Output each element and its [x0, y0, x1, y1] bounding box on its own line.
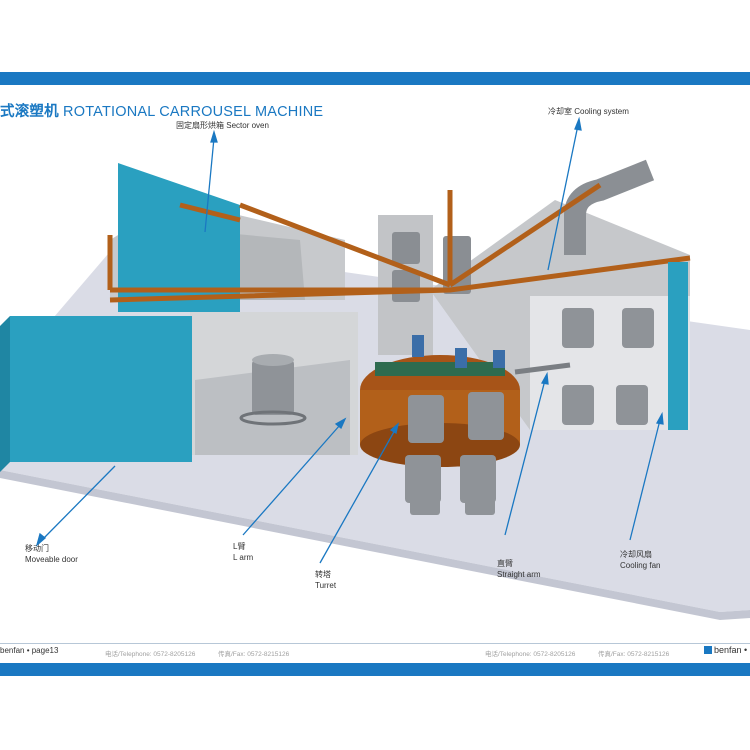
- cooling-room-interior: [530, 296, 690, 430]
- footer-tel-right: 电话/Telephone: 0572-8205126: [485, 648, 575, 658]
- label-sector-oven: 固定扇形烘箱 Sector oven: [176, 120, 269, 131]
- label-cooling-fan-cn: 冷却风扇: [620, 549, 660, 560]
- label-cooling-system-en: Cooling system: [574, 107, 629, 116]
- label-cooling-fan: 冷却风扇 Cooling fan: [620, 549, 660, 571]
- turret-gear: [375, 362, 505, 376]
- label-sector-oven-en: Sector oven: [226, 121, 269, 130]
- label-l-arm: L臂 L arm: [233, 541, 253, 563]
- footer-rule: [0, 643, 750, 644]
- label-turret-cn: 转塔: [315, 569, 336, 580]
- label-straight-arm: 直臂 Straight arm: [497, 558, 541, 580]
- page-number: benfan • page13: [0, 646, 58, 655]
- label-moveable-door-en: Moveable door: [25, 554, 78, 565]
- label-cooling-fan-en: Cooling fan: [620, 560, 660, 571]
- label-cooling-system-cn: 冷却室: [548, 107, 572, 116]
- footer-fax-left: 传真/Fax: 0572-8215126: [218, 648, 289, 658]
- brand-icon: [704, 646, 712, 654]
- label-straight-arm-en: Straight arm: [497, 569, 541, 580]
- brand-text: benfan • p: [714, 645, 750, 655]
- label-moveable-door-cn: 移动门: [25, 543, 78, 554]
- label-straight-arm-cn: 直臂: [497, 558, 541, 569]
- label-l-arm-cn: L臂: [233, 541, 253, 552]
- oven-mould: [252, 360, 294, 415]
- footer-fax-right: 传真/Fax: 0572-8215126: [598, 648, 669, 658]
- brand-logo: benfan • p: [704, 645, 750, 655]
- footer-tel-left: 电话/Telephone: 0572-8205126: [105, 648, 195, 658]
- label-l-arm-en: L arm: [233, 552, 253, 563]
- label-turret: 转塔 Turret: [315, 569, 336, 591]
- moveable-door: [10, 316, 192, 462]
- label-moveable-door: 移动门 Moveable door: [25, 543, 78, 565]
- label-cooling-system: 冷却室 Cooling system: [548, 106, 629, 117]
- label-sector-oven-cn: 固定扇形烘箱: [176, 121, 224, 130]
- label-turret-en: Turret: [315, 580, 336, 591]
- cooling-door: [668, 262, 688, 430]
